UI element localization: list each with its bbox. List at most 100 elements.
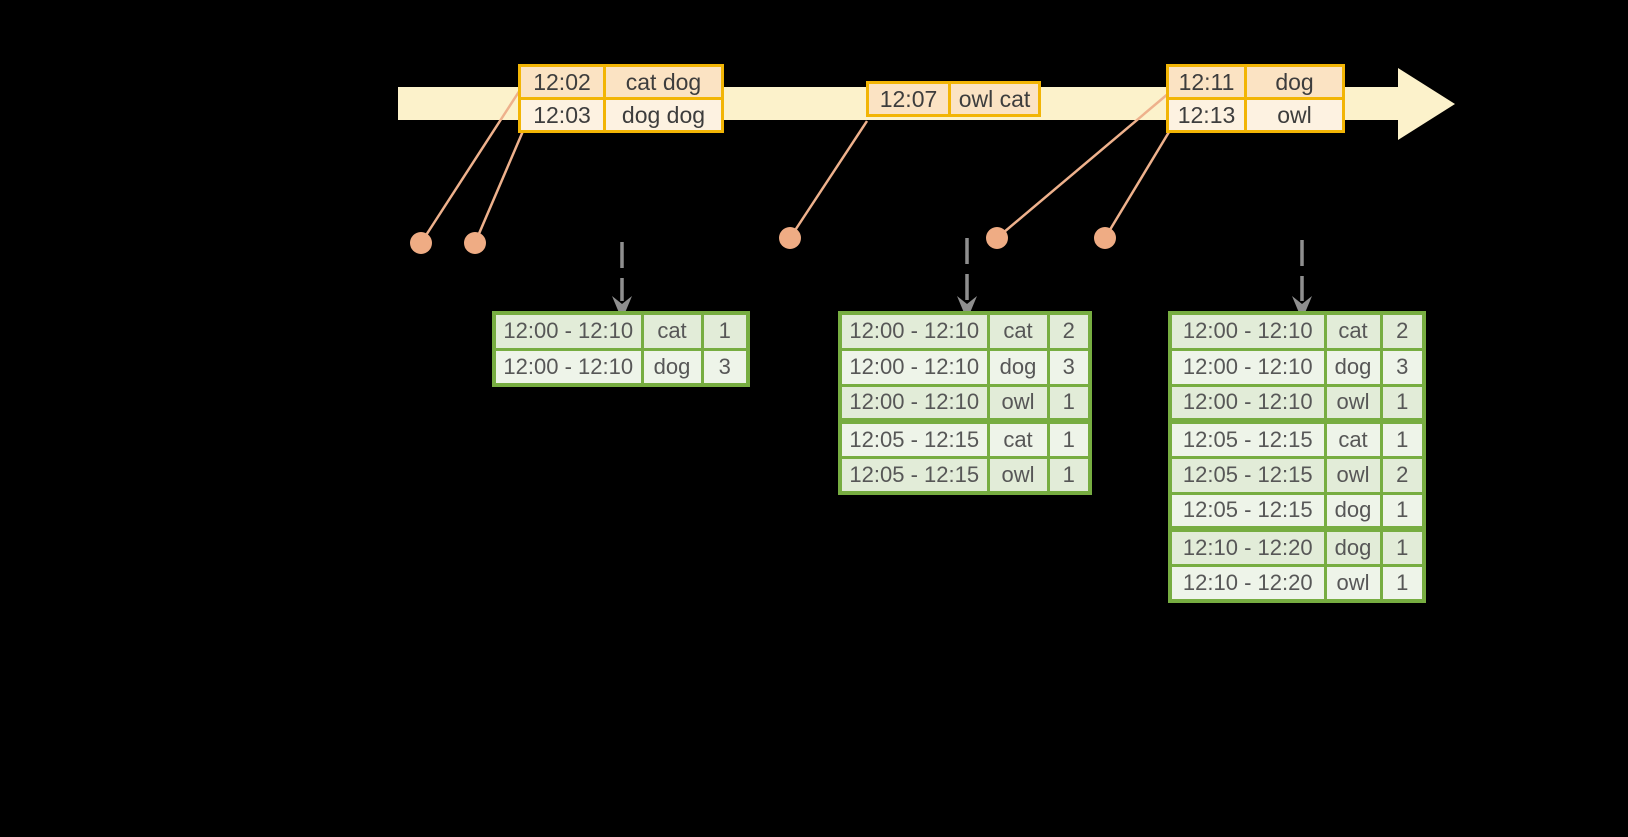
event-dot bbox=[986, 227, 1008, 249]
result-table-3: 12:00 - 12:10 cat 2 12:00 - 12:10 dog 3 … bbox=[1168, 311, 1426, 603]
window-cell: 12:05 - 12:15 bbox=[1168, 455, 1327, 495]
count-cell: 1 bbox=[1379, 419, 1426, 459]
event-connector-line bbox=[996, 92, 1170, 239]
word-cell: owl bbox=[986, 383, 1050, 424]
count-cell: 1 bbox=[700, 311, 750, 351]
word-cell: cat bbox=[986, 311, 1050, 351]
event-connector-line bbox=[1103, 131, 1171, 239]
event-connector-line bbox=[788, 120, 869, 239]
count-cell: 3 bbox=[700, 347, 750, 387]
result-row: 12:05 - 12:15 cat 1 bbox=[838, 419, 1092, 459]
word-cell: cat bbox=[986, 419, 1050, 459]
window-cell: 12:05 - 12:15 bbox=[1168, 419, 1327, 459]
count-cell: 2 bbox=[1046, 311, 1092, 351]
window-cell: 12:00 - 12:10 bbox=[1168, 383, 1327, 424]
result-row: 12:10 - 12:20 owl 1 bbox=[1168, 563, 1426, 603]
word-cell: cat bbox=[1323, 419, 1383, 459]
event-words-cell: dog dog bbox=[603, 97, 724, 133]
event-words-cell: dog bbox=[1244, 64, 1345, 100]
event-dot bbox=[410, 232, 432, 254]
window-cell: 12:00 - 12:10 bbox=[1168, 347, 1327, 387]
count-cell: 2 bbox=[1379, 311, 1426, 351]
result-row: 12:10 - 12:20 dog 1 bbox=[1168, 527, 1426, 567]
word-cell: owl bbox=[986, 455, 1050, 495]
event-connector-line bbox=[419, 89, 522, 244]
count-cell: 1 bbox=[1046, 419, 1092, 459]
count-cell: 1 bbox=[1379, 527, 1426, 567]
result-table-1: 12:00 - 12:10 cat 1 12:00 - 12:10 dog 3 bbox=[492, 311, 750, 387]
trigger-arrow-head-icon bbox=[1292, 296, 1312, 320]
event-connector-lines bbox=[419, 89, 1171, 244]
word-cell: owl bbox=[1323, 383, 1383, 424]
event-connector-line bbox=[473, 130, 525, 244]
window-cell: 12:05 - 12:15 bbox=[838, 419, 990, 459]
word-cell: cat bbox=[1323, 311, 1383, 351]
event-words-cell: cat dog bbox=[603, 64, 724, 100]
trigger-arrow-head-icon bbox=[957, 296, 977, 320]
trigger-arrow-lines bbox=[620, 238, 1304, 301]
result-row: 12:00 - 12:10 cat 2 bbox=[838, 311, 1092, 351]
count-cell: 3 bbox=[1046, 347, 1092, 387]
result-row: 12:00 - 12:10 dog 3 bbox=[492, 347, 750, 387]
result-row: 12:05 - 12:15 owl 2 bbox=[1168, 455, 1426, 495]
event-row: 12:03 dog dog bbox=[518, 97, 724, 133]
result-row: 12:00 - 12:10 owl 1 bbox=[1168, 383, 1426, 424]
window-cell: 12:10 - 12:20 bbox=[1168, 527, 1327, 567]
event-dots bbox=[410, 227, 1116, 254]
window-cell: 12:05 - 12:15 bbox=[838, 455, 990, 495]
trigger-arrow-heads bbox=[612, 296, 1312, 320]
event-row: 12:02 cat dog bbox=[518, 64, 724, 100]
event-row: 12:11 dog bbox=[1166, 64, 1345, 100]
result-row: 12:00 - 12:10 dog 3 bbox=[838, 347, 1092, 387]
word-cell: dog bbox=[1323, 527, 1383, 567]
result-row: 12:00 - 12:10 cat 2 bbox=[1168, 311, 1426, 351]
word-cell: dog bbox=[1323, 347, 1383, 387]
count-cell: 1 bbox=[1046, 383, 1092, 424]
word-cell: cat bbox=[640, 311, 704, 351]
event-time-cell: 12:03 bbox=[518, 97, 606, 133]
event-dot bbox=[1094, 227, 1116, 249]
count-cell: 1 bbox=[1046, 455, 1092, 495]
event-time-cell: 12:07 bbox=[866, 81, 951, 117]
window-cell: 12:00 - 12:10 bbox=[838, 347, 990, 387]
result-row: 12:00 - 12:10 dog 3 bbox=[1168, 347, 1426, 387]
event-time-cell: 12:02 bbox=[518, 64, 606, 100]
result-row: 12:00 - 12:10 owl 1 bbox=[838, 383, 1092, 424]
event-table-1: 12:02 cat dog 12:03 dog dog bbox=[518, 64, 724, 133]
count-cell: 3 bbox=[1379, 347, 1426, 387]
count-cell: 1 bbox=[1379, 383, 1426, 424]
word-cell: dog bbox=[986, 347, 1050, 387]
window-cell: 12:10 - 12:20 bbox=[1168, 563, 1327, 603]
window-cell: 12:00 - 12:10 bbox=[1168, 311, 1327, 351]
result-table-2: 12:00 - 12:10 cat 2 12:00 - 12:10 dog 3 … bbox=[838, 311, 1092, 495]
result-row: 12:00 - 12:10 cat 1 bbox=[492, 311, 750, 351]
event-dot bbox=[464, 232, 486, 254]
event-table-2: 12:07 owl cat bbox=[866, 81, 1041, 117]
count-cell: 1 bbox=[1379, 563, 1426, 603]
window-cell: 12:00 - 12:10 bbox=[492, 347, 644, 387]
trigger-arrow-head-icon bbox=[612, 296, 632, 320]
window-cell: 12:05 - 12:15 bbox=[1168, 491, 1327, 532]
event-row: 12:07 owl cat bbox=[866, 81, 1041, 117]
event-words-cell: owl bbox=[1244, 97, 1345, 133]
window-cell: 12:00 - 12:10 bbox=[838, 383, 990, 424]
word-cell: dog bbox=[640, 347, 704, 387]
result-row: 12:05 - 12:15 owl 1 bbox=[838, 455, 1092, 495]
count-cell: 2 bbox=[1379, 455, 1426, 495]
event-dot bbox=[779, 227, 801, 249]
count-cell: 1 bbox=[1379, 491, 1426, 532]
event-table-3: 12:11 dog 12:13 owl bbox=[1166, 64, 1345, 133]
word-cell: dog bbox=[1323, 491, 1383, 532]
event-row: 12:13 owl bbox=[1166, 97, 1345, 133]
event-time-cell: 12:13 bbox=[1166, 97, 1247, 133]
event-words-cell: owl cat bbox=[948, 81, 1041, 117]
window-cell: 12:00 - 12:10 bbox=[492, 311, 644, 351]
word-cell: owl bbox=[1323, 455, 1383, 495]
window-cell: 12:00 - 12:10 bbox=[838, 311, 990, 351]
event-time-cell: 12:11 bbox=[1166, 64, 1247, 100]
timeline-arrow-icon bbox=[1398, 68, 1455, 140]
result-row: 12:05 - 12:15 dog 1 bbox=[1168, 491, 1426, 532]
result-row: 12:05 - 12:15 cat 1 bbox=[1168, 419, 1426, 459]
